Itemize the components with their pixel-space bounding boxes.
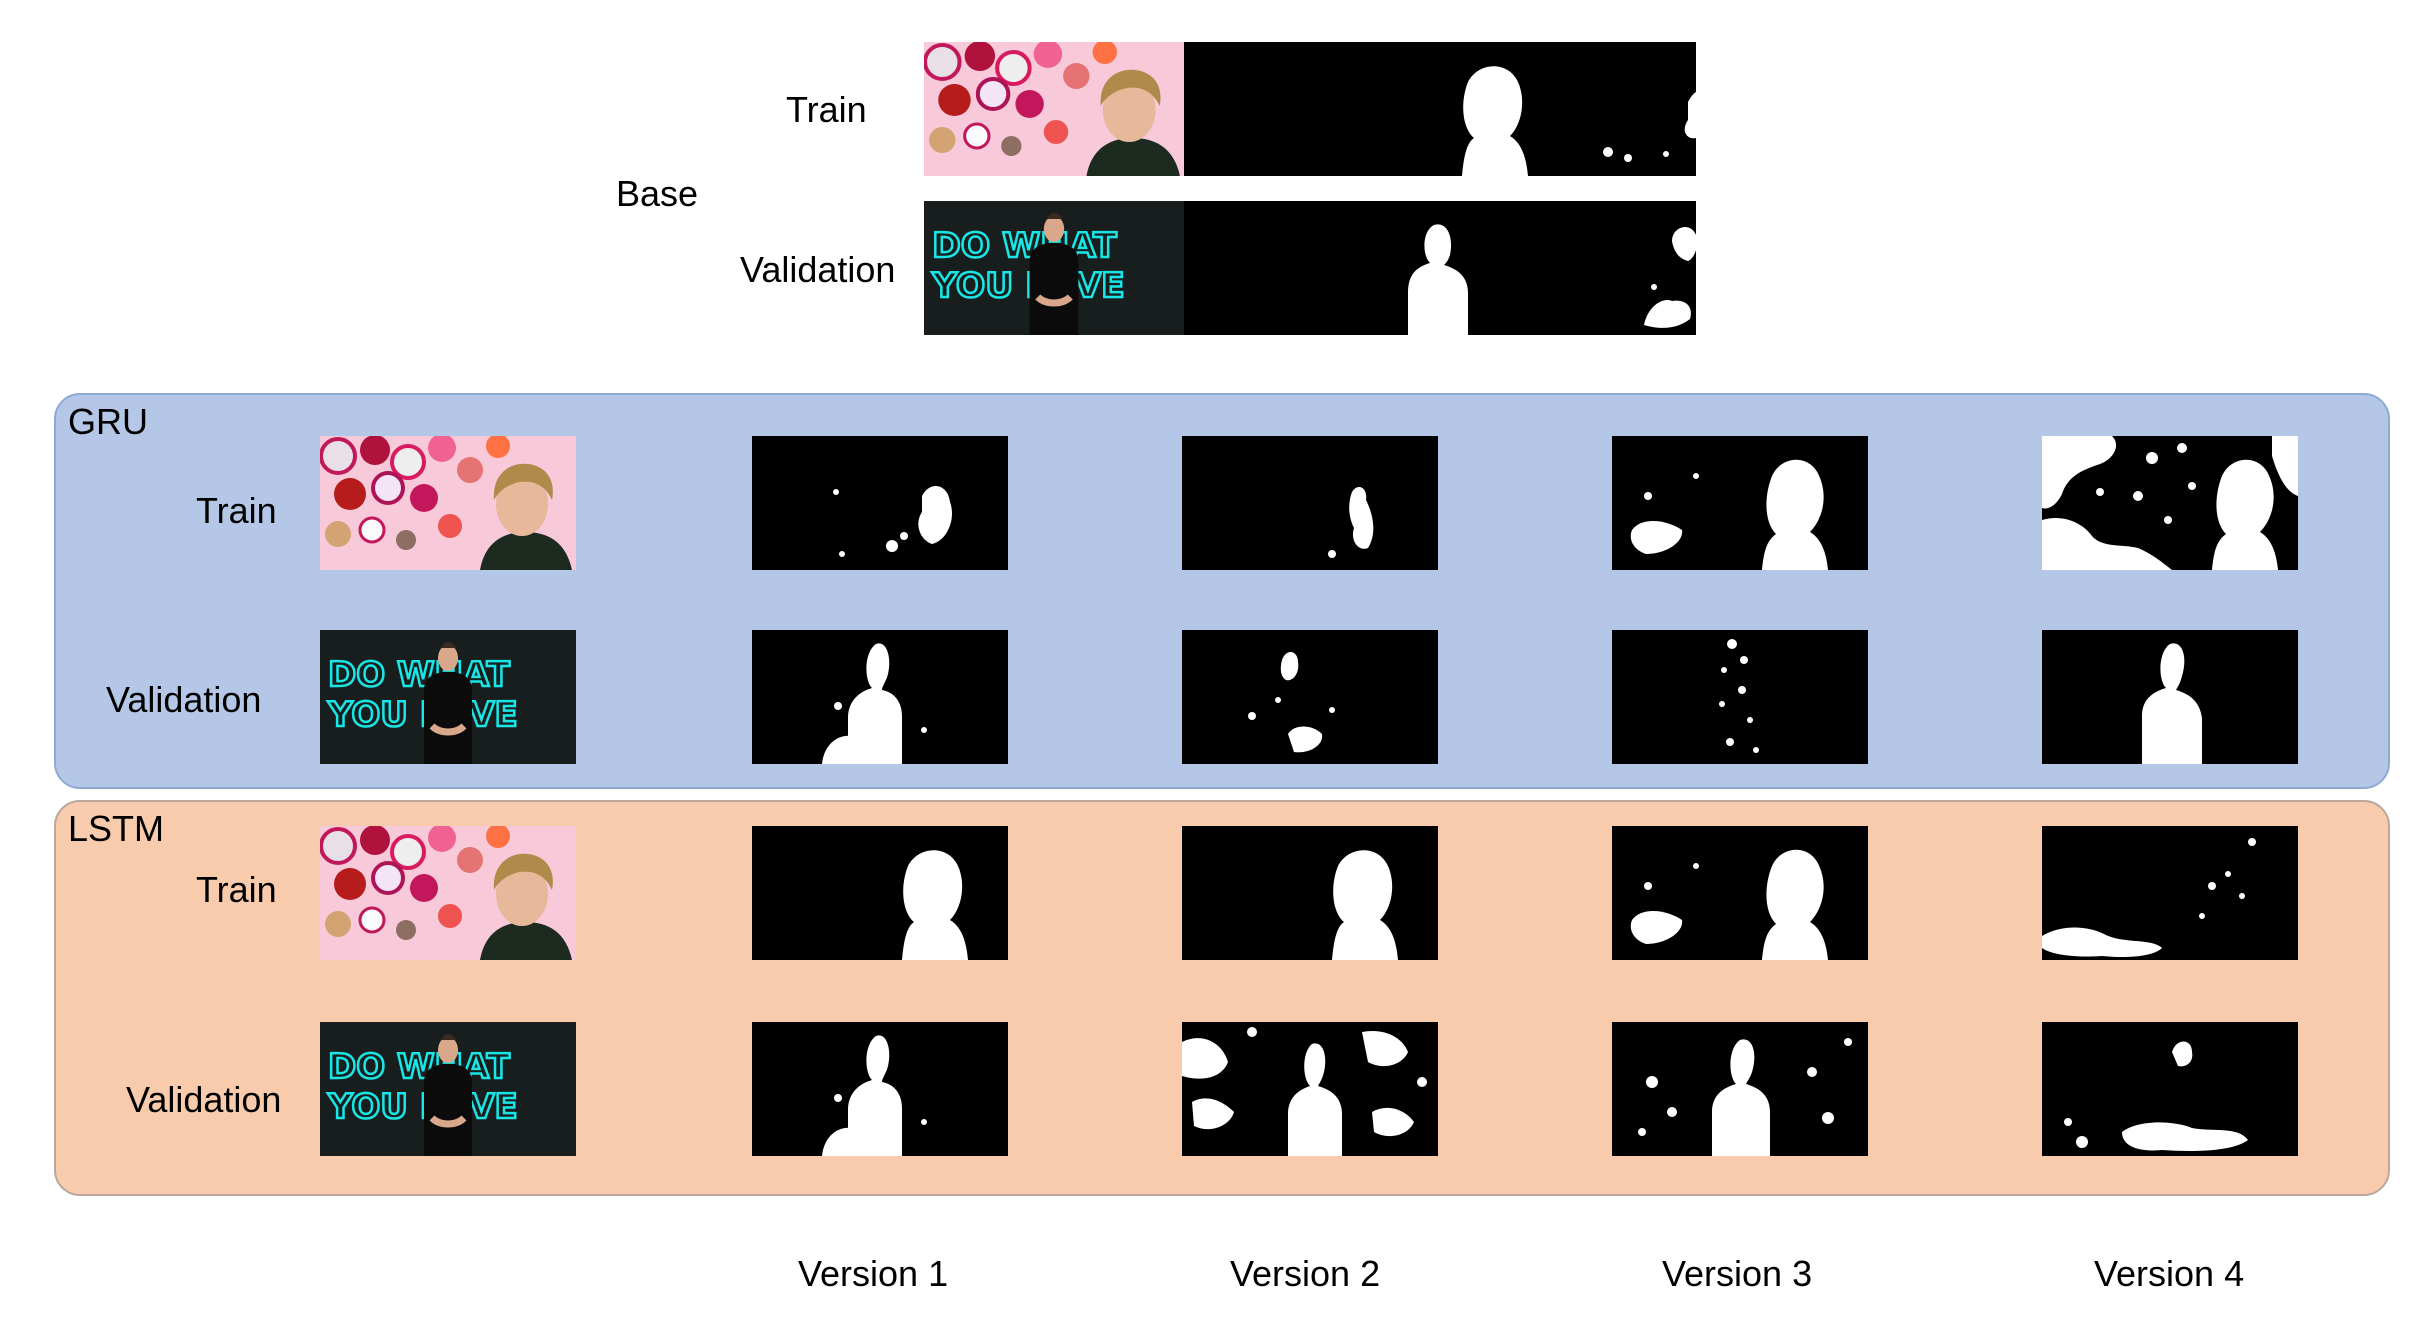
gru-validation-label: Validation (106, 679, 262, 720)
lstm-train-mask-v4 (2042, 826, 2298, 960)
gru-validation-mask-v3 (1612, 630, 1868, 764)
column-label-version-4: Version 4 (2094, 1253, 2245, 1294)
gru-validation-mask-v2 (1182, 630, 1438, 764)
lstm-train-mask-v1 (752, 826, 1008, 960)
gru-train-mask-v2 (1182, 436, 1438, 570)
lstm-validation-label: Validation (126, 1079, 282, 1120)
lstm-train-image (320, 826, 576, 960)
lstm-validation-mask-v4 (2042, 1022, 2298, 1156)
column-label-version-1: Version 1 (798, 1253, 949, 1294)
gru-train-mask-v1 (752, 436, 1008, 570)
lstm-panel-title: LSTM (68, 808, 165, 849)
lstm-validation-mask-v2 (1182, 1022, 1438, 1156)
lstm-validation-mask-v1 (752, 1022, 1008, 1156)
column-label-version-3: Version 3 (1662, 1253, 1813, 1294)
lstm-validation-image (320, 1022, 576, 1156)
base-train-image (924, 42, 1184, 176)
gru-validation-mask-v4 (2042, 630, 2298, 764)
base-train-label: Train (786, 89, 867, 130)
base-validation-label: Validation (740, 249, 896, 290)
gru-panel-title: GRU (68, 401, 148, 442)
base-train-mask (1184, 42, 1696, 176)
gru-train-mask-v4 (2042, 436, 2298, 570)
base-validation-image (924, 201, 1184, 335)
column-label-version-2: Version 2 (1230, 1253, 1381, 1294)
lstm-train-mask-v3 (1612, 826, 1868, 960)
base-group-label: Base (616, 173, 699, 214)
gru-train-image (320, 436, 576, 570)
lstm-train-mask-v2 (1182, 826, 1438, 960)
gru-train-mask-v3 (1612, 436, 1868, 570)
lstm-validation-mask-v3 (1612, 1022, 1868, 1156)
gru-train-label: Train (196, 490, 277, 531)
lstm-train-label: Train (196, 869, 277, 910)
gru-validation-mask-v1 (752, 630, 1008, 764)
base-validation-mask (1184, 201, 1696, 335)
gru-validation-image (320, 630, 576, 764)
